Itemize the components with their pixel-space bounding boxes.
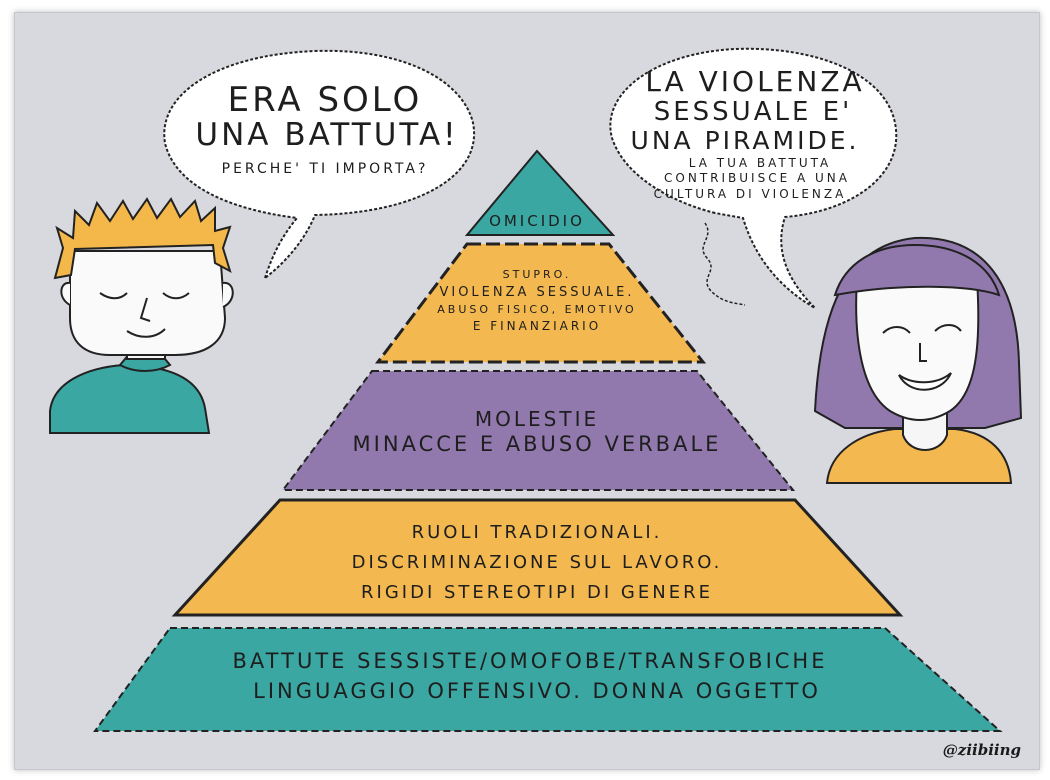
woman-character: [813, 236, 1023, 484]
level3-line2: MINACCE E ABUSO VERBALE: [353, 432, 722, 456]
woman-face: [855, 277, 980, 421]
right-bubble-line5: CONTRIBUISCE A UNA: [664, 171, 850, 185]
level2-line1: STUPRO.: [503, 268, 572, 281]
right-bubble-line2: SESSUALE E': [654, 97, 853, 127]
level2-line2: VIOLENZA SESSUALE.: [439, 285, 634, 300]
right-bubble-line6: CULTURA DI VIOLENZA: [654, 187, 847, 201]
level3-line1: MOLESTIE: [475, 407, 599, 431]
man-face: [69, 250, 227, 356]
illustration-frame: ERA SOLO UNA BATTUTA! PERCHE' TI IMPORTA…: [14, 12, 1040, 770]
pyramid: OMICIDIO STUPRO. VIOLENZA SESSUALE. ABUS…: [93, 149, 1003, 732]
woman-bangs: [833, 243, 1001, 297]
level4-line3: RIGIDI STEREOTIPI DI GENERE: [361, 582, 713, 603]
level4-line1: RUOLI TRADIZIONALI.: [412, 522, 663, 543]
man-shirt: [49, 364, 211, 434]
level2-line3: ABUSO FISICO, EMOTIVO: [437, 303, 636, 316]
left-bubble-line3: PERCHE' TI IMPORTA?: [222, 161, 429, 177]
illustration-canvas: ERA SOLO UNA BATTUTA! PERCHE' TI IMPORTA…: [49, 47, 1023, 732]
right-bubble-line3: UNA PIRAMIDE.: [631, 126, 860, 155]
level5-line1: BATTUTE SESSISTE/OMOFOBE/TRANSFOBICHE: [233, 649, 828, 673]
man-character: [49, 197, 234, 434]
level1-line1: OMICIDIO: [489, 212, 585, 230]
right-bubble-line1: LA VIOLENZA: [645, 65, 864, 98]
left-bubble-line2: UNA BATTUTA!: [195, 117, 458, 153]
artist-signature: @ziibiing: [942, 741, 1021, 759]
level5-line2: LINGUAGGIO OFFENSIVO. DONNA OGGETTO: [253, 679, 821, 703]
level4-line2: DISCRIMINAZIONE SUL LAVORO.: [352, 552, 723, 573]
pyramid-level-5: [93, 627, 1003, 732]
left-speech-bubble: ERA SOLO UNA BATTUTA! PERCHE' TI IMPORTA…: [163, 49, 476, 281]
right-bubble-line4: LA TUA BATTUTA: [689, 156, 831, 170]
level2-line4: E FINANZIARIO: [473, 319, 601, 333]
left-bubble-line1: ERA SOLO: [228, 80, 423, 120]
pyramid-level-2: [374, 242, 707, 364]
pyramid-level-1: [464, 149, 616, 236]
pyramid-level-4: [171, 498, 904, 617]
right-speech-bubble: LA VIOLENZA SESSUALE E' UNA PIRAMIDE. LA…: [609, 47, 898, 309]
man-hair: [53, 197, 232, 280]
pyramid-level-3: [281, 370, 796, 491]
